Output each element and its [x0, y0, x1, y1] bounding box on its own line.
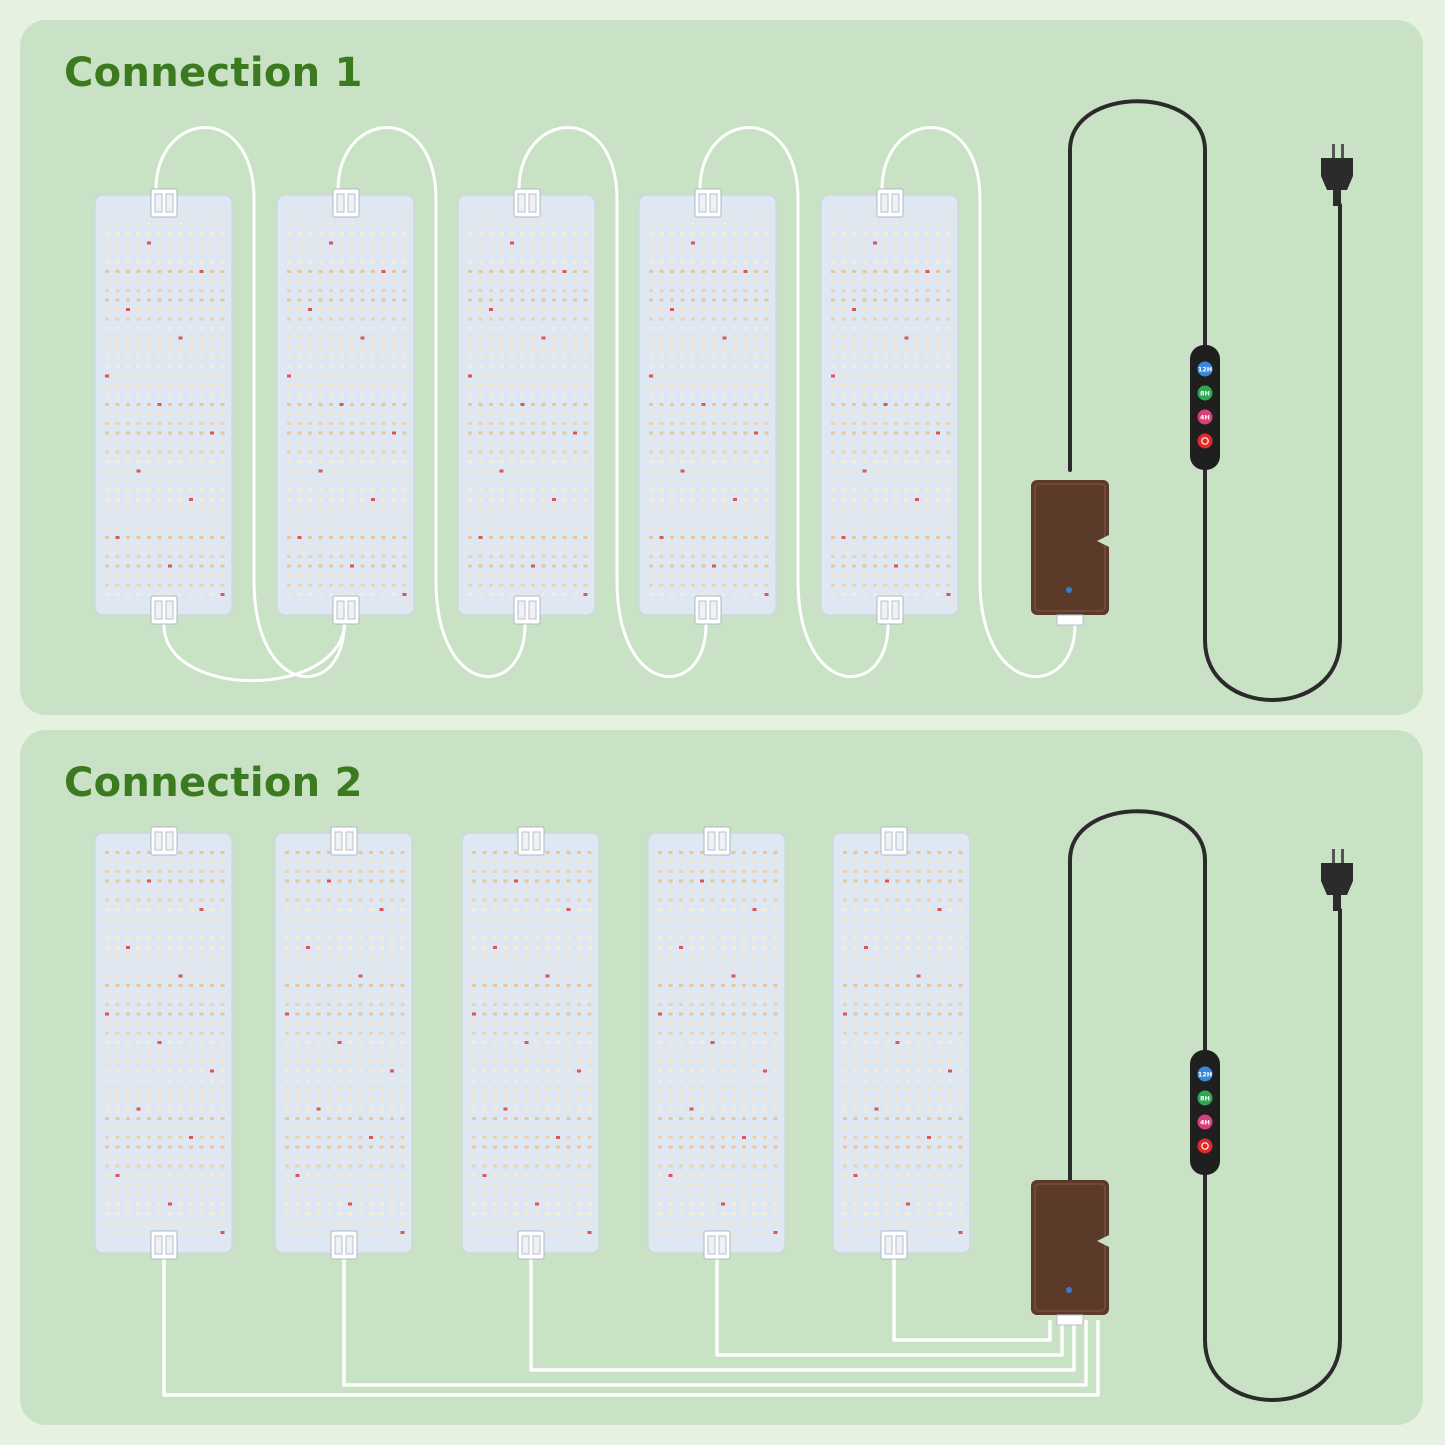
- power-plug-icon: [1321, 849, 1353, 911]
- timer-8h-button[interactable]: 8H: [1197, 1090, 1213, 1106]
- led-chip-grid: [468, 213, 588, 596]
- driver-box: [1031, 1180, 1109, 1326]
- led-chip-grid: [285, 851, 405, 1234]
- timer-8h-icon: [1197, 385, 1213, 401]
- led-chip-grid: [105, 851, 225, 1234]
- timer-4h-button[interactable]: 4H: [1197, 409, 1213, 425]
- led-chip-grid: [287, 213, 407, 596]
- connector-plug: [703, 826, 731, 856]
- connector-plug: [694, 188, 722, 218]
- timer-12h-icon: [1197, 1066, 1213, 1082]
- led-panel: [457, 194, 596, 616]
- indicator-light: [1066, 587, 1072, 593]
- connector-plug: [880, 826, 908, 856]
- timer-12h-button[interactable]: 12H: [1197, 361, 1213, 377]
- led-panel: [820, 194, 959, 616]
- daisy-chain-cables: [154, 126, 1077, 683]
- connector-plug: [332, 188, 360, 218]
- connector-plug: [880, 1230, 908, 1260]
- led-panel: [274, 832, 413, 1254]
- connector-plug: [150, 1230, 178, 1260]
- timer-4h-icon: [1197, 409, 1213, 425]
- button-label: 4H: [1200, 414, 1210, 422]
- connector-plug: [703, 1230, 731, 1260]
- timer-12h-icon: [1197, 361, 1213, 377]
- connector-plug: [330, 1230, 358, 1260]
- power-cable: [1068, 99, 1342, 702]
- indicator-light: [1066, 1287, 1072, 1293]
- power-button[interactable]: [1197, 1138, 1213, 1154]
- output-port: [1056, 614, 1084, 626]
- power-cable: [1068, 809, 1342, 1402]
- connection-1-diagram: 12H 8H 4H: [94, 99, 1353, 702]
- led-panel: [832, 832, 971, 1254]
- connector-plug: [330, 826, 358, 856]
- connector-plug: [876, 188, 904, 218]
- led-panel: [276, 194, 415, 616]
- connector-plug: [513, 188, 541, 218]
- connector-plug: [332, 595, 360, 625]
- connector-plug: [694, 595, 722, 625]
- section-title: Connection 2: [64, 760, 363, 806]
- led-panel: [94, 194, 233, 616]
- led-panel: [647, 832, 786, 1254]
- section-title: Connection 1: [64, 50, 363, 96]
- timer-4h-icon: [1197, 1114, 1213, 1130]
- parallel-cables: [162, 1255, 1100, 1397]
- connector-plug: [513, 595, 541, 625]
- led-chip-grid: [649, 213, 769, 596]
- connection-2-diagram: 12H 8H 4H: [94, 809, 1353, 1402]
- led-chip-grid: [843, 851, 963, 1234]
- power-plug-icon: [1321, 144, 1353, 206]
- led-panel: [94, 832, 233, 1254]
- led-chip-grid: [105, 213, 225, 596]
- power-icon: [1197, 1138, 1213, 1154]
- timer-12h-button[interactable]: 12H: [1197, 1066, 1213, 1082]
- button-label: 12H: [1198, 366, 1213, 374]
- connector-plug: [876, 595, 904, 625]
- power-button[interactable]: [1197, 433, 1213, 449]
- timer-8h-icon: [1197, 1090, 1213, 1106]
- button-label: 8H: [1200, 1095, 1210, 1103]
- connector-plug: [150, 595, 178, 625]
- connector-plug: [150, 188, 178, 218]
- connector-plug: [150, 826, 178, 856]
- timer-8h-button[interactable]: 8H: [1197, 385, 1213, 401]
- led-panel: [461, 832, 600, 1254]
- connector-plug: [517, 1230, 545, 1260]
- led-chip-grid: [472, 851, 592, 1234]
- inline-controller: 12H 8H 4H: [1190, 1050, 1220, 1175]
- inline-controller: 12H 8H 4H: [1190, 345, 1220, 470]
- led-chip-grid: [658, 851, 778, 1234]
- timer-4h-button[interactable]: 4H: [1197, 1114, 1213, 1130]
- led-panel: [638, 194, 777, 616]
- button-label: 4H: [1200, 1119, 1210, 1127]
- output-port: [1056, 1314, 1084, 1326]
- button-label: 12H: [1198, 1071, 1213, 1079]
- led-chip-grid: [831, 213, 951, 596]
- connector-plug: [517, 826, 545, 856]
- driver-box: [1031, 480, 1109, 626]
- power-icon: [1197, 433, 1213, 449]
- button-label: 8H: [1200, 390, 1210, 398]
